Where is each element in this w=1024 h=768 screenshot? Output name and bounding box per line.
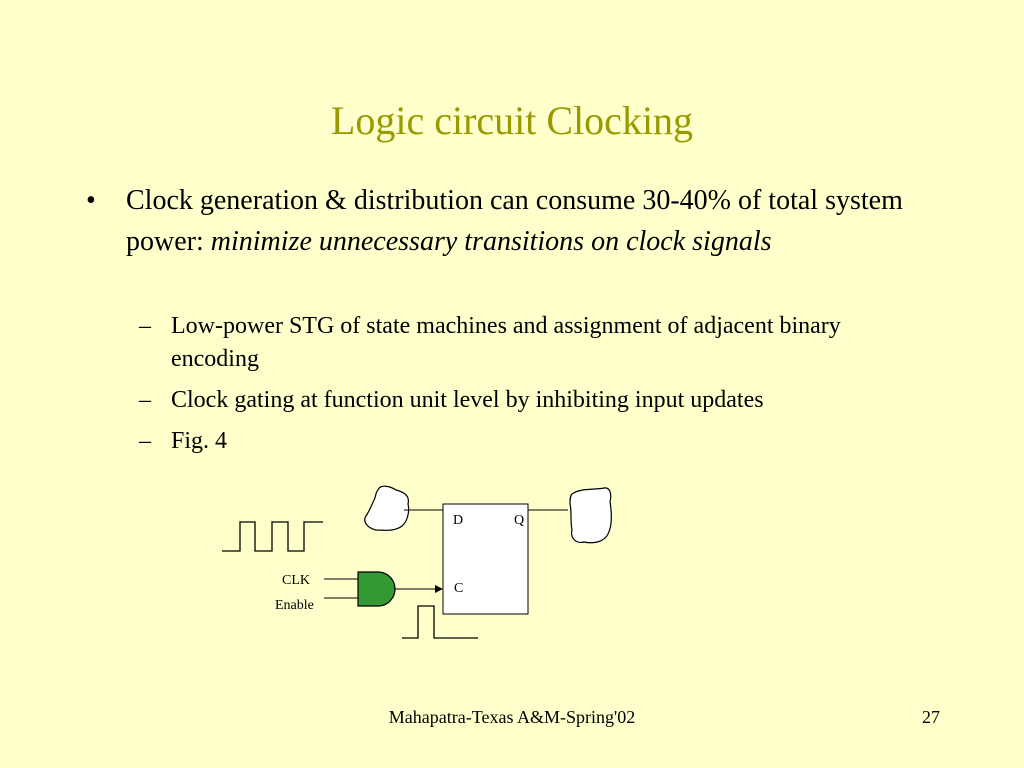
enable-label: Enable	[275, 598, 314, 613]
sub-bullet-list: – Low-power STG of state machines and as…	[139, 310, 899, 466]
ff-label-d: D	[453, 513, 463, 528]
sub-bullet: – Low-power STG of state machines and as…	[139, 310, 899, 376]
footer-course: Mahapatra-Texas A&M-Spring'02	[388, 707, 636, 727]
gated-clock-arrow-icon	[435, 585, 443, 593]
main-bullet-text: Clock generation & distribution can cons…	[126, 180, 916, 262]
sub-bullet-text: Low-power STG of state machines and assi…	[171, 313, 841, 372]
sub-bullet-marker: –	[139, 313, 151, 339]
clock-waveform	[222, 521, 323, 552]
output-logic-blob	[569, 487, 612, 544]
clock-gating-diagram: D Q C CLK Enable	[222, 485, 612, 639]
sub-bullet-marker: –	[139, 428, 151, 454]
footer-page-number: 27	[922, 707, 940, 727]
main-bullet: • Clock generation & distribution can co…	[86, 180, 916, 262]
sub-bullet-text: Clock gating at function unit level by i…	[171, 387, 764, 413]
and-gate	[357, 571, 396, 607]
sub-bullet: – Fig. 4	[139, 425, 899, 458]
sub-bullet: – Clock gating at function unit level by…	[139, 384, 899, 417]
bullet-marker: •	[86, 185, 96, 216]
main-bullet-plain-text: Clock generation & distribution can cons…	[126, 185, 903, 257]
sub-bullet-text: Fig. 4	[171, 428, 228, 454]
ff-label-q: Q	[514, 513, 524, 528]
ff-label-c: C	[454, 581, 463, 596]
clk-label: CLK	[282, 573, 310, 588]
sub-bullet-marker: –	[139, 387, 151, 413]
main-bullet-italic-text: minimize unnecessary transitions on cloc…	[210, 226, 772, 257]
slide-title: Logic circuit Clocking	[330, 98, 694, 143]
flip-flop-box	[442, 503, 529, 615]
gated-clock-waveform	[402, 605, 478, 639]
input-logic-blob	[364, 485, 410, 531]
